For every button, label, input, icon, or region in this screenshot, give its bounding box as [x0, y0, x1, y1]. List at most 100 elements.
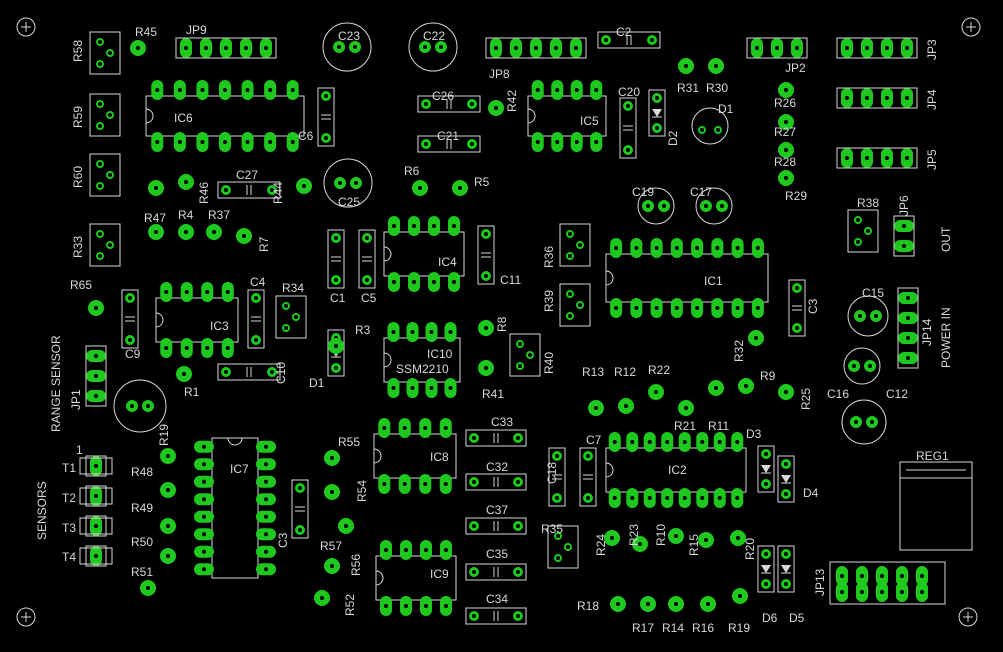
label-out: OUT: [939, 226, 953, 252]
pad-hole: [424, 102, 428, 106]
pad-hole: [225, 290, 230, 294]
trimmer-r33-outline: [89, 223, 121, 267]
label-ic2: IC2: [668, 463, 687, 477]
ic6-notch: [145, 108, 154, 124]
pad-hole: [586, 454, 590, 458]
pad-hole: [298, 528, 302, 532]
cap-c17-outline: [695, 187, 733, 225]
cap-c27-outline: [217, 181, 281, 199]
label-r13: R13: [582, 365, 605, 379]
pad-hole: [684, 406, 688, 410]
header-t3-outline: [85, 515, 107, 537]
pad-hole: [200, 88, 205, 92]
label-c34: C34: [486, 592, 509, 606]
pad-hole: [108, 173, 112, 177]
pad-hole: [184, 230, 188, 234]
pad-hole: [334, 236, 338, 240]
header-t2-outline: [85, 485, 107, 507]
pad-hole: [905, 96, 909, 100]
pad-hole: [432, 224, 436, 228]
pad-hole: [612, 440, 617, 444]
label-range-sensor: RANGE SENSOR: [49, 335, 63, 432]
label-d2: D2: [666, 130, 680, 146]
pad-hole: [852, 364, 856, 368]
ic6-body: [145, 95, 305, 137]
pad-hole: [764, 452, 768, 456]
pad-hole: [682, 496, 687, 500]
diode-d4-outline: [777, 455, 795, 503]
label-jp5: JP5: [925, 149, 939, 170]
label-r5: R5: [474, 175, 490, 189]
pad-hole: [568, 232, 572, 236]
label-ic10: IC10: [427, 347, 453, 361]
label-c26: C26: [432, 89, 455, 103]
label-c18: C18: [545, 461, 559, 484]
trimmer-r40-outline: [509, 333, 541, 377]
label-c6: C6: [298, 129, 314, 143]
mount-hole-top-left-ring: [16, 17, 36, 37]
pad-hole: [574, 88, 579, 92]
header-jp8-outline: [485, 37, 587, 59]
label-r17: R17: [632, 621, 655, 635]
pad-hole: [568, 314, 572, 318]
label-ic1: IC1: [704, 274, 723, 288]
label-t3: T3: [62, 521, 77, 535]
pad-hole: [715, 306, 720, 310]
label-c17: C17: [690, 185, 713, 199]
pad-hole: [554, 46, 558, 50]
pad-hole: [392, 280, 396, 284]
label-c7: C7: [586, 433, 602, 447]
pad-hole: [654, 306, 659, 310]
pad-hole: [94, 524, 98, 528]
pad-hole: [264, 567, 268, 572]
label-c3-right: C3: [806, 298, 820, 314]
trimmer-r60-outline: [89, 153, 121, 197]
label-r58: R58: [71, 39, 85, 62]
pad-hole: [874, 314, 878, 318]
label-c2: C2: [616, 25, 632, 39]
ic4-body: [383, 231, 465, 277]
pad-hole: [284, 304, 288, 308]
label-ic5: IC5: [580, 114, 599, 128]
label-jp4: JP4: [925, 89, 939, 110]
diode-d1-outline: [327, 329, 345, 377]
pad-hole: [98, 254, 102, 258]
cap-c37-outline: [465, 517, 527, 535]
pad-hole: [755, 46, 759, 50]
pad-hole: [264, 444, 268, 449]
pad-hole: [338, 181, 342, 185]
pad-hole: [164, 290, 169, 294]
pad-hole: [136, 46, 140, 50]
label-r8: R8: [495, 316, 509, 332]
ic8-body: [373, 433, 457, 479]
pad-hole: [700, 440, 705, 444]
label-c25: C25: [338, 195, 361, 209]
ic3-body: [155, 297, 239, 343]
pad-hole: [885, 96, 889, 100]
pad-hole: [94, 306, 98, 310]
pad-hole: [130, 404, 134, 408]
pad-hole: [202, 514, 206, 519]
label-r7: R7: [257, 236, 271, 252]
pad-hole: [384, 548, 388, 552]
label-r47: R47: [144, 211, 167, 225]
pad-hole: [735, 306, 740, 310]
pad-hole: [334, 366, 338, 370]
label-r50: R50: [131, 535, 154, 549]
label-ssm2210: SSM2210: [396, 362, 449, 376]
pad-hole: [264, 497, 268, 502]
label-r51: R51: [131, 565, 154, 579]
pad-hole: [432, 280, 436, 284]
pad-hole: [634, 246, 639, 250]
cap-c11-outline: [477, 225, 495, 285]
header-t4-outline: [85, 545, 107, 567]
pad-hole: [391, 330, 396, 334]
label-c23: C23: [338, 29, 361, 43]
pad-hole: [555, 88, 560, 92]
pad-hole: [784, 148, 788, 152]
pad-hole: [795, 46, 799, 50]
pad-hole: [268, 140, 273, 144]
pad-hole: [412, 224, 416, 228]
pad-hole: [860, 590, 864, 594]
